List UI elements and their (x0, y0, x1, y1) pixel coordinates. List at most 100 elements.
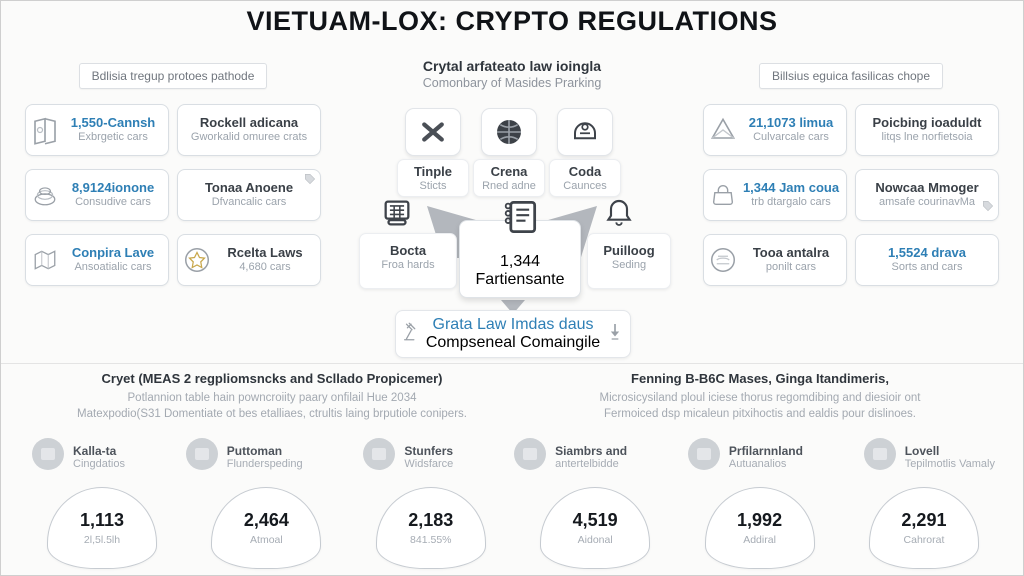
stat-label: Atmoal (250, 534, 283, 546)
card-title: 1,5524 drava (887, 244, 967, 260)
card-title: 1,344 Jam coua (742, 179, 840, 195)
left-card-4: Tonaa Anoene Dfvancalic cars (177, 169, 321, 221)
circle-badge-icon (31, 437, 65, 476)
sublabel: Sticts (419, 180, 447, 192)
card-title: Conpira Lave (71, 244, 155, 260)
bottom-right-block: Fenning B-B6C Mases, Ginga Itandimeris, … (525, 371, 995, 422)
stat-value: 2,464 (243, 510, 289, 530)
center-top-label-3: Coda Caunces (549, 159, 621, 197)
tag-icon (981, 199, 995, 218)
center-bottom-box: Grata Law Imdas daus Compseneal Comaingi… (395, 310, 631, 358)
label: Crena (490, 164, 528, 179)
right-card-2: Poicbing ioaduldt litqs lne norfietsoia (855, 104, 999, 156)
label: Tinple (413, 164, 453, 179)
card-subtitle: Exbrgetic cars (78, 130, 148, 143)
card-subtitle: Consudive cars (75, 195, 151, 208)
bottom-left-heading: Cryet (MEAS 2 regpliomsncks and Scllado … (101, 371, 443, 386)
feature-label: Kalla-ta (73, 443, 117, 458)
card-subtitle: ponilt cars (765, 260, 817, 273)
card-title: 1,550-Cannsh (70, 114, 156, 130)
center-main-box: 1,344 Fartiensante (459, 200, 581, 298)
right-card-4: Nowcaa Mmoger amsafe courinavMa (855, 169, 999, 221)
bottom-right-line1: Microsicysiland ploul iciese thorus rego… (599, 392, 921, 404)
circle-badge-icon (687, 437, 721, 476)
stat-row: 1,113 2l,5l.5lh 2,464 Atmoal 2,183 841.5… (47, 487, 979, 569)
bottom-left-line1: Potlannion table hain powncroiity paary … (127, 392, 417, 404)
feature-label: Lovell (904, 443, 940, 458)
center-mid-label-1: Bocta Froa hards (359, 233, 457, 289)
center-top-label-1: Tinple Sticts (397, 159, 469, 197)
left-card-1: 1,550-Cannsh Exbrgetic cars (25, 104, 169, 156)
center-main-value: 1,344 (499, 253, 541, 270)
sublabel: Rned adne (482, 180, 536, 192)
map-icon (28, 247, 62, 273)
card-title: Rcelta Laws (227, 244, 303, 260)
card-subtitle: litqs lne norfietsoia (881, 130, 973, 143)
sublabel: Seding (611, 259, 647, 271)
bottom-right-line2: Fermoiced dsp micaleun pitxihoctis and e… (604, 408, 916, 421)
bottom-left-line2: Matexpodio(S31 Domentiate ot bes etallia… (77, 408, 467, 421)
center-top-label-2: Crena Rned adne (473, 159, 545, 197)
arrow-down-icon (605, 318, 625, 351)
label: Bocta (389, 243, 427, 258)
feature-label: Prfilarnnland (728, 443, 803, 458)
center-title: Crytal arfateato law ioingla (422, 58, 602, 74)
stat-value: 2,291 (901, 510, 947, 530)
card-subtitle: Sorts and cars (891, 260, 963, 273)
pile-icon (28, 182, 62, 208)
sail-icon (706, 114, 740, 146)
card-title: Tonaa Anoene (204, 179, 294, 195)
helmet-icon (557, 108, 613, 156)
stat-blob-2: 2,464 Atmoal (211, 487, 322, 569)
feature-label: Siambrs and (555, 443, 628, 458)
center-mid-label-3: Puilloog Seding (587, 233, 671, 289)
center-bottom-subtitle: Compseneal Comaingile (425, 334, 601, 351)
sublabel: Caunces (563, 180, 607, 192)
stat-label: Cahrorat (903, 534, 945, 546)
card-subtitle: 4,680 cars (239, 260, 291, 273)
sublabel: Froa hards (381, 259, 435, 271)
center-header: Crytal arfateato law ioingla Comonbary o… (351, 58, 673, 90)
right-card-3: 1,344 Jam coua trb dtargalo cars (703, 169, 847, 221)
globe-icon (481, 108, 537, 156)
center-panel: Crytal arfateato law ioingla Comonbary o… (351, 58, 673, 363)
center-subtitle: Comonbary of Masides Prarking (422, 76, 602, 90)
coin-icon (706, 245, 740, 275)
right-card-1: 21,1073 limua Culvarcale cars (703, 104, 847, 156)
feature-label: Stunfers (404, 443, 454, 458)
feature-sublabel: antertelbidde (555, 457, 619, 470)
left-panel: Bdlisia tregup protoes pathode 1,550-Can… (25, 63, 321, 286)
cross-icon (405, 108, 461, 156)
center-main-sublabel: Fartiensante (475, 271, 565, 288)
stat-value: 1,992 (737, 510, 783, 530)
right-card-6: 1,5524 drava Sorts and cars (855, 234, 999, 286)
card-title: 8,9124ionone (71, 179, 155, 195)
stat-value: 4,519 (572, 510, 618, 530)
card-subtitle: Gworkalid omuree crats (190, 130, 308, 143)
feature-sublabel: Flunderspeding (226, 457, 303, 470)
stat-blob-1: 1,113 2l,5l.5lh (47, 487, 157, 569)
left-card-2: Rockell adicana Gworkalid omuree crats (177, 104, 321, 156)
card-title: 21,1073 limua (748, 114, 834, 130)
gavel-icon (401, 318, 423, 351)
right-card-grid: 21,1073 limua Culvarcale cars Poicbing i… (703, 104, 999, 286)
stat-label: 841.55% (410, 534, 452, 546)
emblem-icon (180, 245, 214, 275)
circle-badge-icon (513, 437, 547, 476)
stat-label: Aidonal (577, 534, 613, 546)
card-subtitle: Dfvancalic cars (211, 195, 287, 208)
stat-blob-6: 2,291 Cahrorat (868, 487, 979, 569)
card-subtitle: trb dtargalo cars (751, 195, 831, 208)
feature-sublabel: Autuanalios (728, 457, 787, 470)
feature-sublabel: Widsfarce (404, 457, 454, 470)
card-subtitle: Ansoatialic cars (74, 260, 152, 273)
card-title: Nowcaa Mmoger (875, 179, 979, 195)
circle-badge-icon (863, 437, 897, 476)
feature-label: Puttoman (226, 443, 283, 458)
right-panel-header: Billsius eguica fasilicas chope (758, 63, 944, 89)
